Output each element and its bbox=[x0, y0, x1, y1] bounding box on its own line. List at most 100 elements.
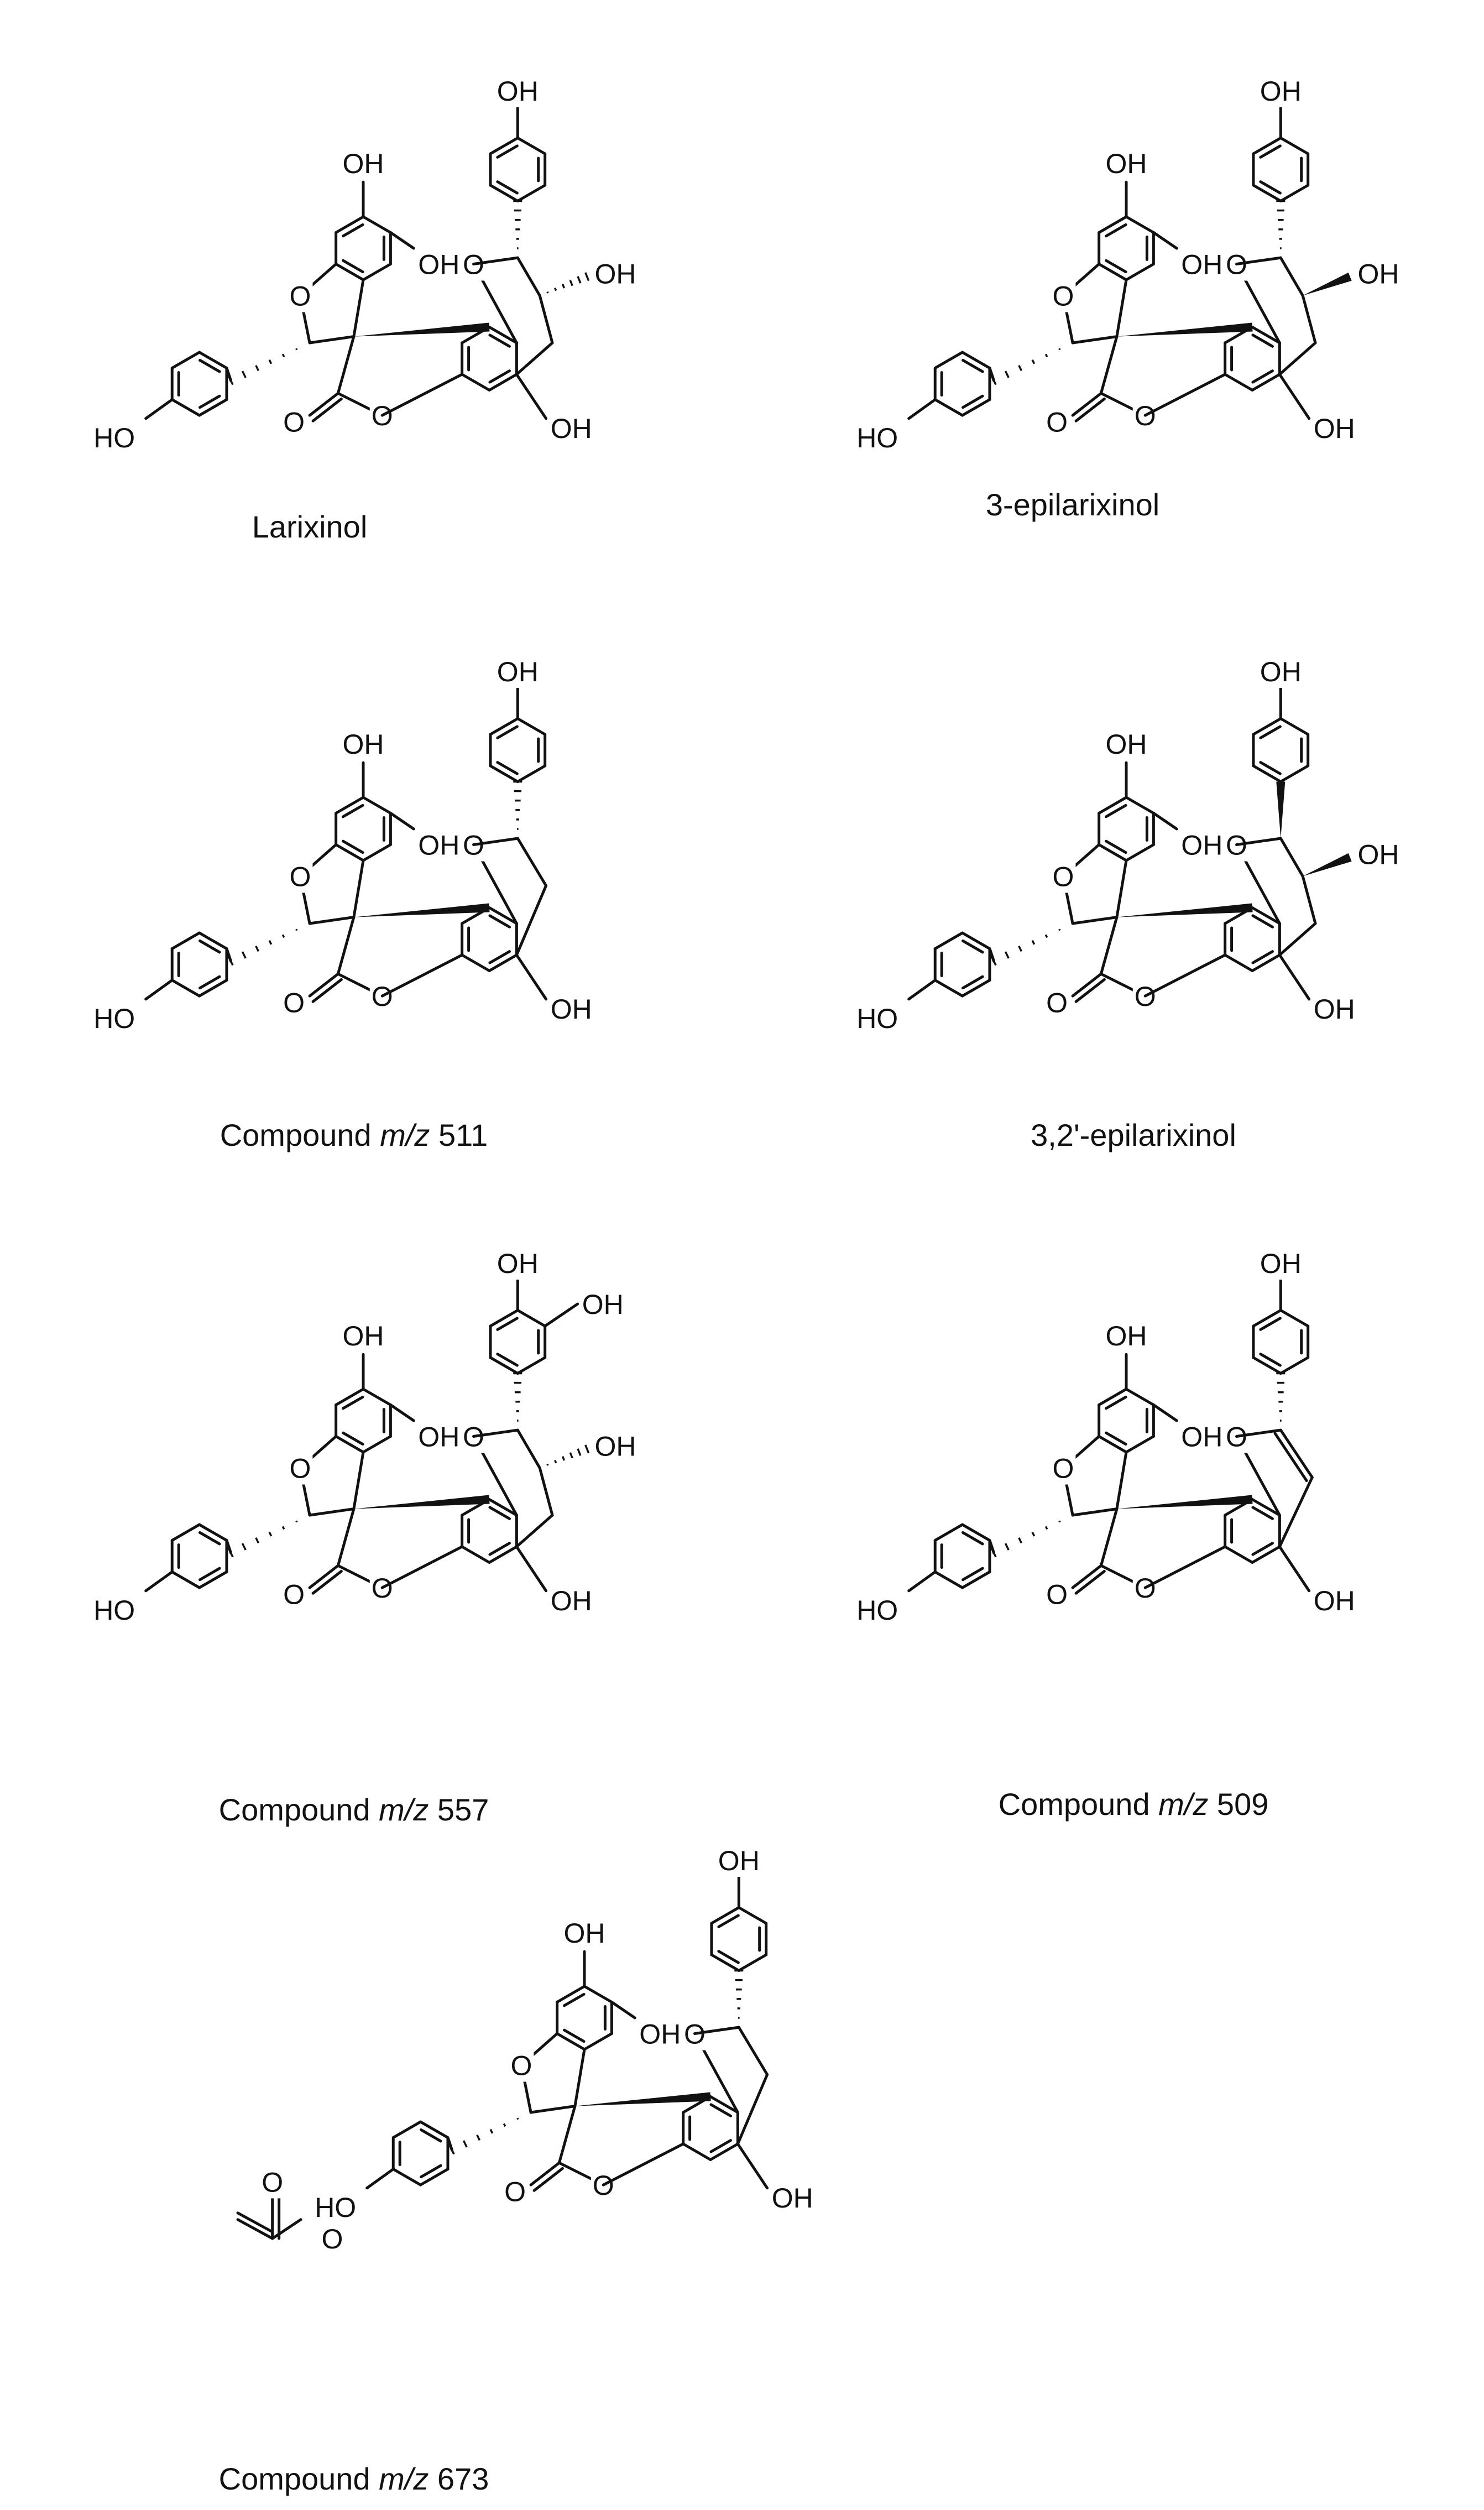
bond bbox=[693, 2026, 740, 2035]
aromatic-bond bbox=[1125, 1387, 1155, 1406]
oh-bond bbox=[610, 2001, 636, 2020]
double-bond-second bbox=[311, 978, 343, 1003]
double-bond-inner bbox=[1251, 950, 1274, 964]
aromatic-bond bbox=[1125, 1435, 1155, 1454]
carbonyl-oxygen-label: O bbox=[1046, 988, 1068, 1019]
aromatic-bond bbox=[362, 843, 392, 862]
double-bond-inner bbox=[1251, 914, 1274, 928]
aromatic-bond bbox=[1098, 1435, 1128, 1454]
caption-italic: m/z bbox=[380, 1118, 430, 1152]
hydroxyl-label: OH bbox=[418, 1422, 459, 1453]
bond bbox=[602, 2142, 685, 2187]
stereo-bond bbox=[991, 348, 1061, 385]
double-bond-inner bbox=[1105, 839, 1127, 854]
stereo-bond bbox=[734, 1969, 744, 2019]
bond bbox=[1071, 1507, 1119, 1517]
structure-caption: 3-epilarixinol bbox=[986, 487, 1159, 523]
bond bbox=[352, 278, 365, 338]
oh-bond bbox=[1278, 373, 1311, 420]
hydroxyl-label: OH bbox=[639, 2019, 681, 2050]
hydroxyl-label: OH bbox=[1260, 656, 1302, 687]
hydroxyl-label: OH bbox=[343, 148, 384, 179]
bond bbox=[529, 2105, 577, 2114]
aromatic-bond bbox=[335, 1387, 365, 1406]
structure-caption: Compound m/z 673 bbox=[219, 2461, 489, 2497]
aromatic-bond bbox=[198, 351, 228, 370]
bond bbox=[1071, 916, 1119, 925]
stereo-bond bbox=[991, 1520, 1061, 1558]
double-bond-inner bbox=[1251, 333, 1274, 348]
aromatic-bond bbox=[362, 263, 392, 281]
bond bbox=[737, 2026, 769, 2076]
spiro-wedge bbox=[353, 1495, 490, 1509]
spiro-wedge bbox=[353, 322, 490, 337]
spiro-wedge bbox=[1116, 322, 1253, 337]
aromatic-bond bbox=[1098, 843, 1128, 862]
aromatic-bond bbox=[170, 931, 201, 951]
double-bond-inner bbox=[198, 358, 221, 373]
aromatic-bond bbox=[1252, 764, 1282, 783]
bond bbox=[1278, 922, 1317, 957]
aromatic-bond bbox=[737, 1906, 768, 1925]
aromatic-bond bbox=[961, 1523, 991, 1542]
bond bbox=[988, 947, 996, 963]
hydroxyl-label: OH bbox=[772, 2183, 813, 2214]
spiro-wedge bbox=[353, 903, 490, 917]
aromatic-bond bbox=[1098, 215, 1128, 234]
double-bond-second bbox=[532, 2167, 564, 2192]
double-bond-inner bbox=[1259, 725, 1282, 739]
aromatic-bond bbox=[961, 398, 991, 417]
bond bbox=[380, 373, 464, 417]
caption-number: 557 bbox=[429, 1792, 489, 1827]
double-bond-second bbox=[1273, 1432, 1308, 1483]
aromatic-bond bbox=[489, 137, 519, 155]
double-bond-inner bbox=[496, 725, 519, 739]
bond bbox=[446, 2136, 454, 2152]
hydroxyl-label: OH bbox=[418, 249, 459, 280]
double-bond-inner bbox=[962, 394, 984, 409]
aromatic-bond bbox=[1224, 1545, 1254, 1564]
hydroxyl-label: HO bbox=[93, 1003, 135, 1034]
aromatic-bond bbox=[461, 953, 491, 972]
aromatic-bond bbox=[335, 263, 365, 281]
aromatic-bond bbox=[933, 1523, 964, 1542]
caption-text: Compound bbox=[218, 2461, 379, 2496]
double-bond-inner bbox=[1251, 1542, 1274, 1556]
double-bond-inner bbox=[962, 1531, 984, 1546]
aromatic-bond bbox=[1279, 184, 1310, 202]
aromatic-bond bbox=[198, 979, 228, 998]
double-bond-inner bbox=[342, 1395, 364, 1410]
aromatic-bond bbox=[1252, 184, 1282, 202]
aromatic-bond bbox=[391, 2168, 422, 2187]
double-bond-inner bbox=[1105, 1431, 1127, 1446]
caption-text: 3,2'-epilarixinol bbox=[1031, 1118, 1236, 1152]
hydroxyl-label: OH bbox=[1260, 76, 1302, 107]
oh-bond bbox=[389, 812, 415, 831]
aromatic-bond bbox=[488, 1498, 518, 1517]
bond bbox=[336, 916, 356, 975]
double-bond-inner bbox=[198, 1567, 221, 1582]
double-bond-second bbox=[1074, 1569, 1106, 1595]
aromatic-bond bbox=[1251, 1498, 1281, 1517]
bond bbox=[380, 1545, 464, 1589]
aromatic-bond bbox=[198, 398, 228, 417]
aromatic-bond bbox=[1125, 843, 1155, 862]
aromatic-bond bbox=[961, 931, 991, 951]
bond bbox=[515, 341, 554, 376]
bond bbox=[225, 367, 233, 382]
ring-oxygen-label: O bbox=[511, 2050, 532, 2081]
bond bbox=[1301, 875, 1317, 925]
aromatic-bond bbox=[198, 1523, 228, 1542]
hydroxyl-label: OH bbox=[1314, 994, 1355, 1025]
hydroxyl-label: OH bbox=[1314, 413, 1355, 444]
hydroxyl-label: HO bbox=[93, 1595, 135, 1626]
double-bond-inner bbox=[488, 1506, 511, 1520]
hydroxyl-label: OH bbox=[1358, 259, 1399, 290]
double-bond-inner bbox=[342, 1431, 364, 1446]
bond bbox=[538, 294, 554, 345]
double-bond-second bbox=[1074, 978, 1106, 1003]
oh-bond bbox=[907, 979, 937, 1001]
oh-bond bbox=[907, 398, 937, 420]
double-bond-inner bbox=[496, 761, 519, 775]
carbonyl-oxygen-label: O bbox=[1046, 1579, 1068, 1610]
